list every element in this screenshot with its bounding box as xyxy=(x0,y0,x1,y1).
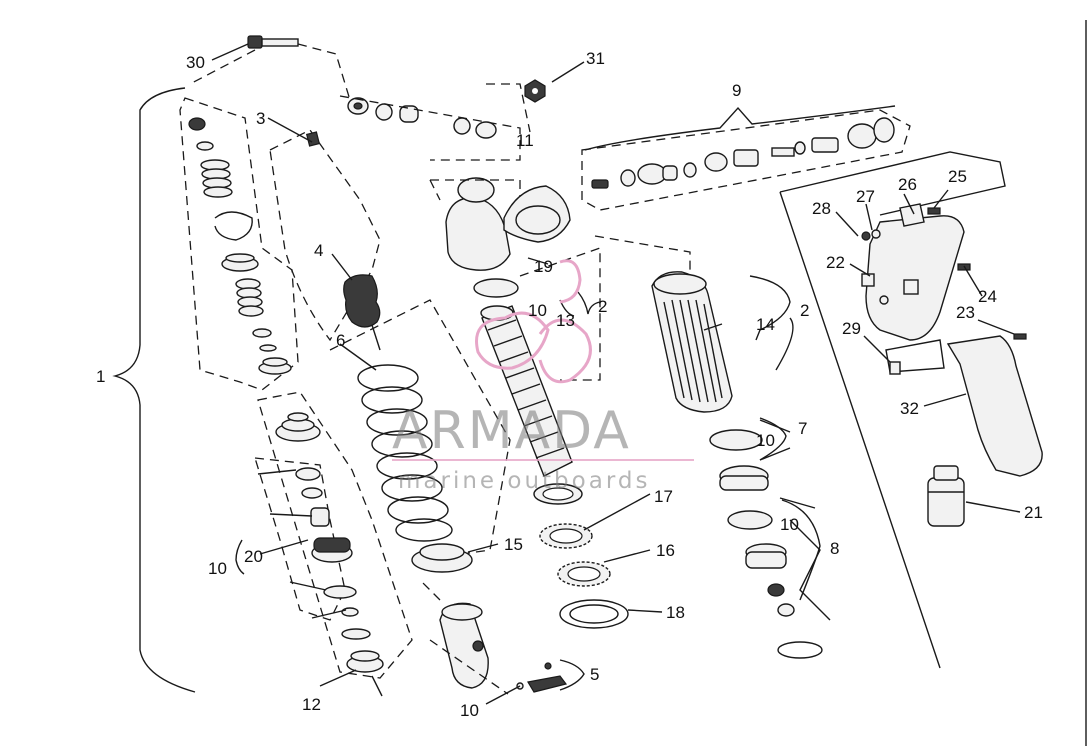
callout-32: 32 xyxy=(900,399,919,418)
callout-10-d: 10 xyxy=(208,559,227,578)
callout-28: 28 xyxy=(812,199,831,218)
callout-10-a: 10 xyxy=(528,301,547,320)
callout-5: 5 xyxy=(590,665,599,684)
bracket-20 xyxy=(235,539,245,575)
group-outline-9 xyxy=(581,109,911,211)
callout-8: 8 xyxy=(830,539,839,558)
callout-7: 7 xyxy=(798,419,807,438)
callout-16: 16 xyxy=(656,541,675,560)
callout-12: 12 xyxy=(302,695,321,714)
callout-21: 21 xyxy=(1024,503,1043,522)
oil-bottle xyxy=(927,465,965,527)
watermark-brand: ARMADA xyxy=(392,401,631,461)
top-eye xyxy=(429,177,571,271)
reservoir xyxy=(594,235,733,413)
callout-9: 9 xyxy=(732,81,741,100)
valve-stack xyxy=(188,117,292,375)
callout-25: 25 xyxy=(948,167,967,186)
bracket-9 xyxy=(584,105,896,151)
piston-assembly xyxy=(275,412,384,673)
callout-23: 23 xyxy=(956,303,975,322)
bracket-5 xyxy=(559,659,585,691)
callout-20: 20 xyxy=(244,547,263,566)
bracket-7 xyxy=(759,417,787,461)
callout-29: 29 xyxy=(842,319,861,338)
leader-5-dash xyxy=(419,579,509,695)
callout-17: 17 xyxy=(654,487,673,506)
bracket-8 xyxy=(781,499,821,601)
callout-4: 4 xyxy=(314,241,323,260)
leader-lines xyxy=(211,43,1021,705)
watermark-logo xyxy=(475,259,592,384)
panel-outline-right xyxy=(779,151,1006,669)
top-bolt xyxy=(189,35,351,101)
callout-26: 26 xyxy=(898,175,917,194)
callout-27: 27 xyxy=(856,187,875,206)
callout-18: 18 xyxy=(666,603,685,622)
callout-2-b: 2 xyxy=(800,301,809,320)
callout-2-a: 2 xyxy=(598,297,607,316)
mount-bracket xyxy=(861,203,1027,341)
callout-24: 24 xyxy=(978,287,997,306)
group-outline-20 xyxy=(254,457,346,621)
group-outline-12 xyxy=(257,391,413,679)
callout-6: 6 xyxy=(336,331,345,350)
callout-22: 22 xyxy=(826,253,845,272)
callout-10-b: 10 xyxy=(756,431,775,450)
bushing-set xyxy=(339,95,521,161)
adjuster-assembly xyxy=(591,117,895,189)
mud-guard xyxy=(885,335,1043,477)
callout-30: 30 xyxy=(186,53,205,72)
callout-3: 3 xyxy=(256,109,265,128)
callout-1: 1 xyxy=(96,367,105,386)
reservoir-internals xyxy=(709,419,831,659)
callout-31: 31 xyxy=(586,49,605,68)
callout-10-e: 10 xyxy=(460,701,479,720)
callout-14: 14 xyxy=(756,315,775,334)
bracket-2b xyxy=(749,275,791,341)
coil-spring xyxy=(329,299,511,573)
bracket-2c xyxy=(775,317,794,371)
group-outline-left xyxy=(179,97,299,391)
callout-10-c: 10 xyxy=(780,515,799,534)
watermark-tagline: marine outboards xyxy=(398,468,650,494)
bracket-2a xyxy=(577,291,601,315)
piston-rod xyxy=(305,131,381,351)
callout-labels: 30 31 3 11 9 4 28 27 26 25 22 19 10 13 2… xyxy=(96,49,1043,720)
lock-rings xyxy=(533,483,629,629)
bracket-1 xyxy=(112,87,196,693)
callout-11: 11 xyxy=(516,131,534,150)
lower-eye xyxy=(439,602,568,693)
callout-13: 13 xyxy=(556,311,575,330)
callout-19: 19 xyxy=(534,257,553,276)
group-outline-shaft xyxy=(269,129,381,342)
callout-15: 15 xyxy=(504,535,523,554)
nut-31 xyxy=(486,79,546,133)
